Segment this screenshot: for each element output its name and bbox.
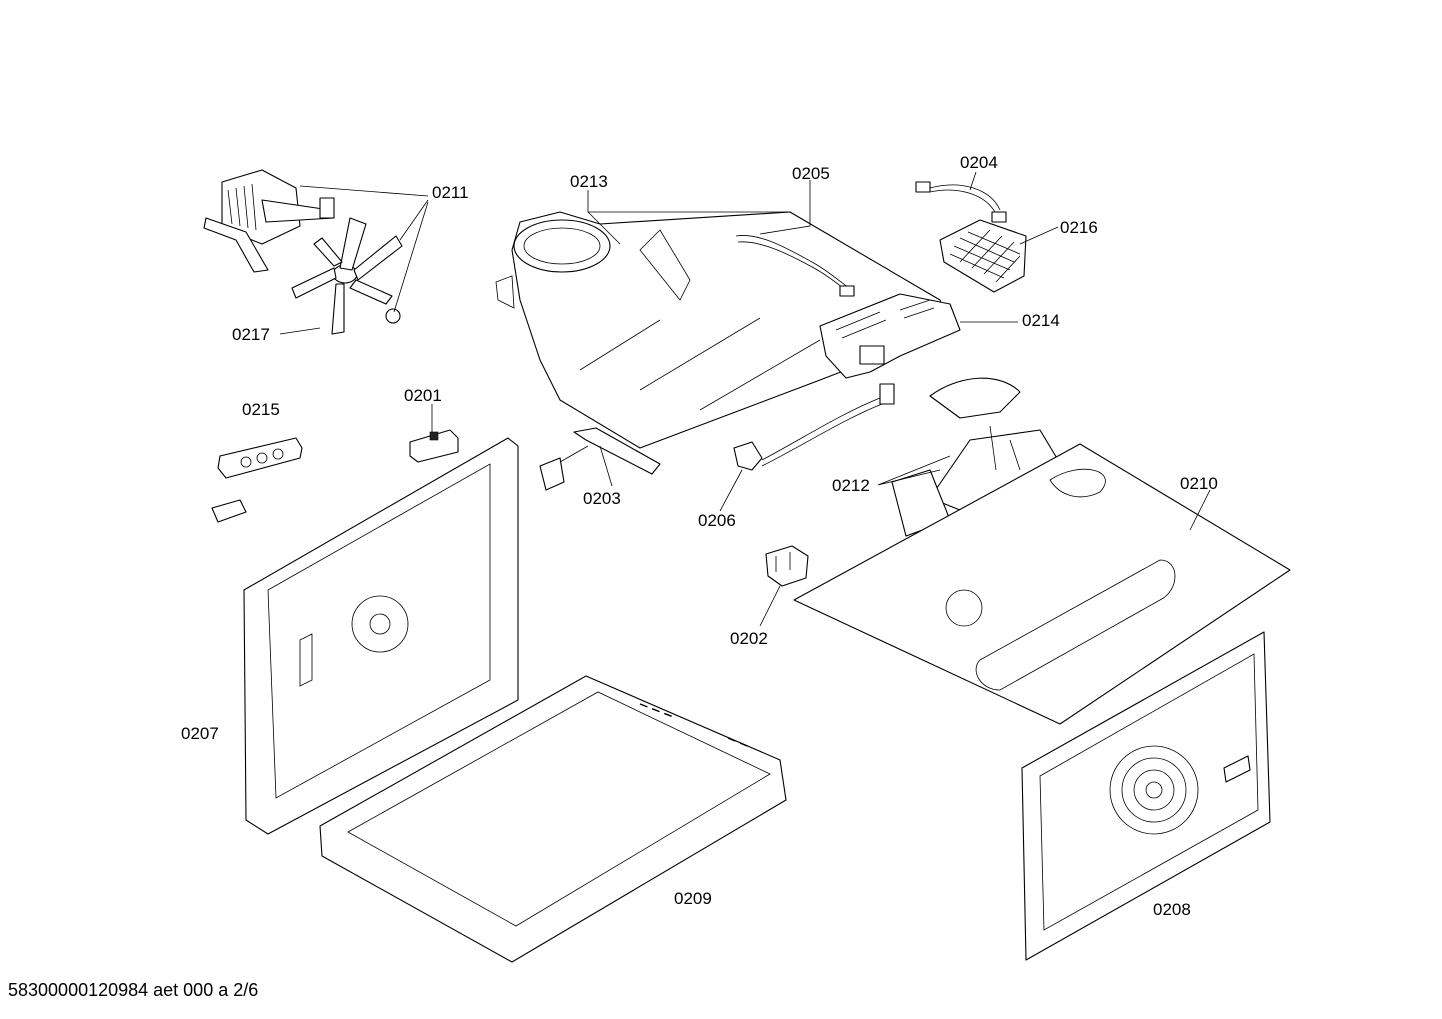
part-top-panel (793, 443, 1291, 725)
part-labels: 0211 0217 0213 0205 0204 0216 0214 0201 … (181, 153, 1218, 919)
label-0216: 0216 (1060, 218, 1098, 237)
label-0202: 0202 (730, 629, 768, 648)
part-electronic-module (819, 293, 961, 379)
label-0206: 0206 (698, 511, 736, 530)
label-0208: 0208 (1153, 900, 1191, 919)
part-cable-0205 (735, 235, 855, 297)
label-0201: 0201 (404, 386, 442, 405)
leader-lines (279, 171, 1211, 627)
document-code: 58300000120984 aet 000 a 2/6 (8, 980, 259, 1000)
label-0214: 0214 (1022, 311, 1060, 330)
part-sensor (539, 427, 661, 491)
part-air-duct-plate (495, 211, 951, 449)
label-0204: 0204 (960, 153, 998, 172)
label-0215: 0215 (242, 400, 280, 419)
part-switch (409, 429, 459, 463)
label-0213: 0213 (570, 172, 608, 191)
label-0210: 0210 (1180, 474, 1218, 493)
label-0207: 0207 (181, 724, 219, 743)
part-cable-0204 (915, 181, 1007, 223)
part-grille-cover (939, 219, 1027, 293)
label-0212: 0212 (832, 476, 870, 495)
part-bottom-tray (319, 675, 787, 963)
part-fan-motor (203, 169, 335, 273)
label-0217: 0217 (232, 325, 270, 344)
part-front-panel (1021, 631, 1271, 961)
part-fan-blade (291, 217, 403, 335)
label-0211: 0211 (432, 183, 469, 202)
part-terminal-block (211, 437, 303, 523)
part-back-panel (243, 437, 519, 835)
label-0209: 0209 (674, 889, 712, 908)
label-0203: 0203 (583, 489, 621, 508)
label-0205: 0205 (792, 164, 830, 183)
part-cable-harness (733, 383, 895, 471)
part-bracket (765, 545, 809, 587)
